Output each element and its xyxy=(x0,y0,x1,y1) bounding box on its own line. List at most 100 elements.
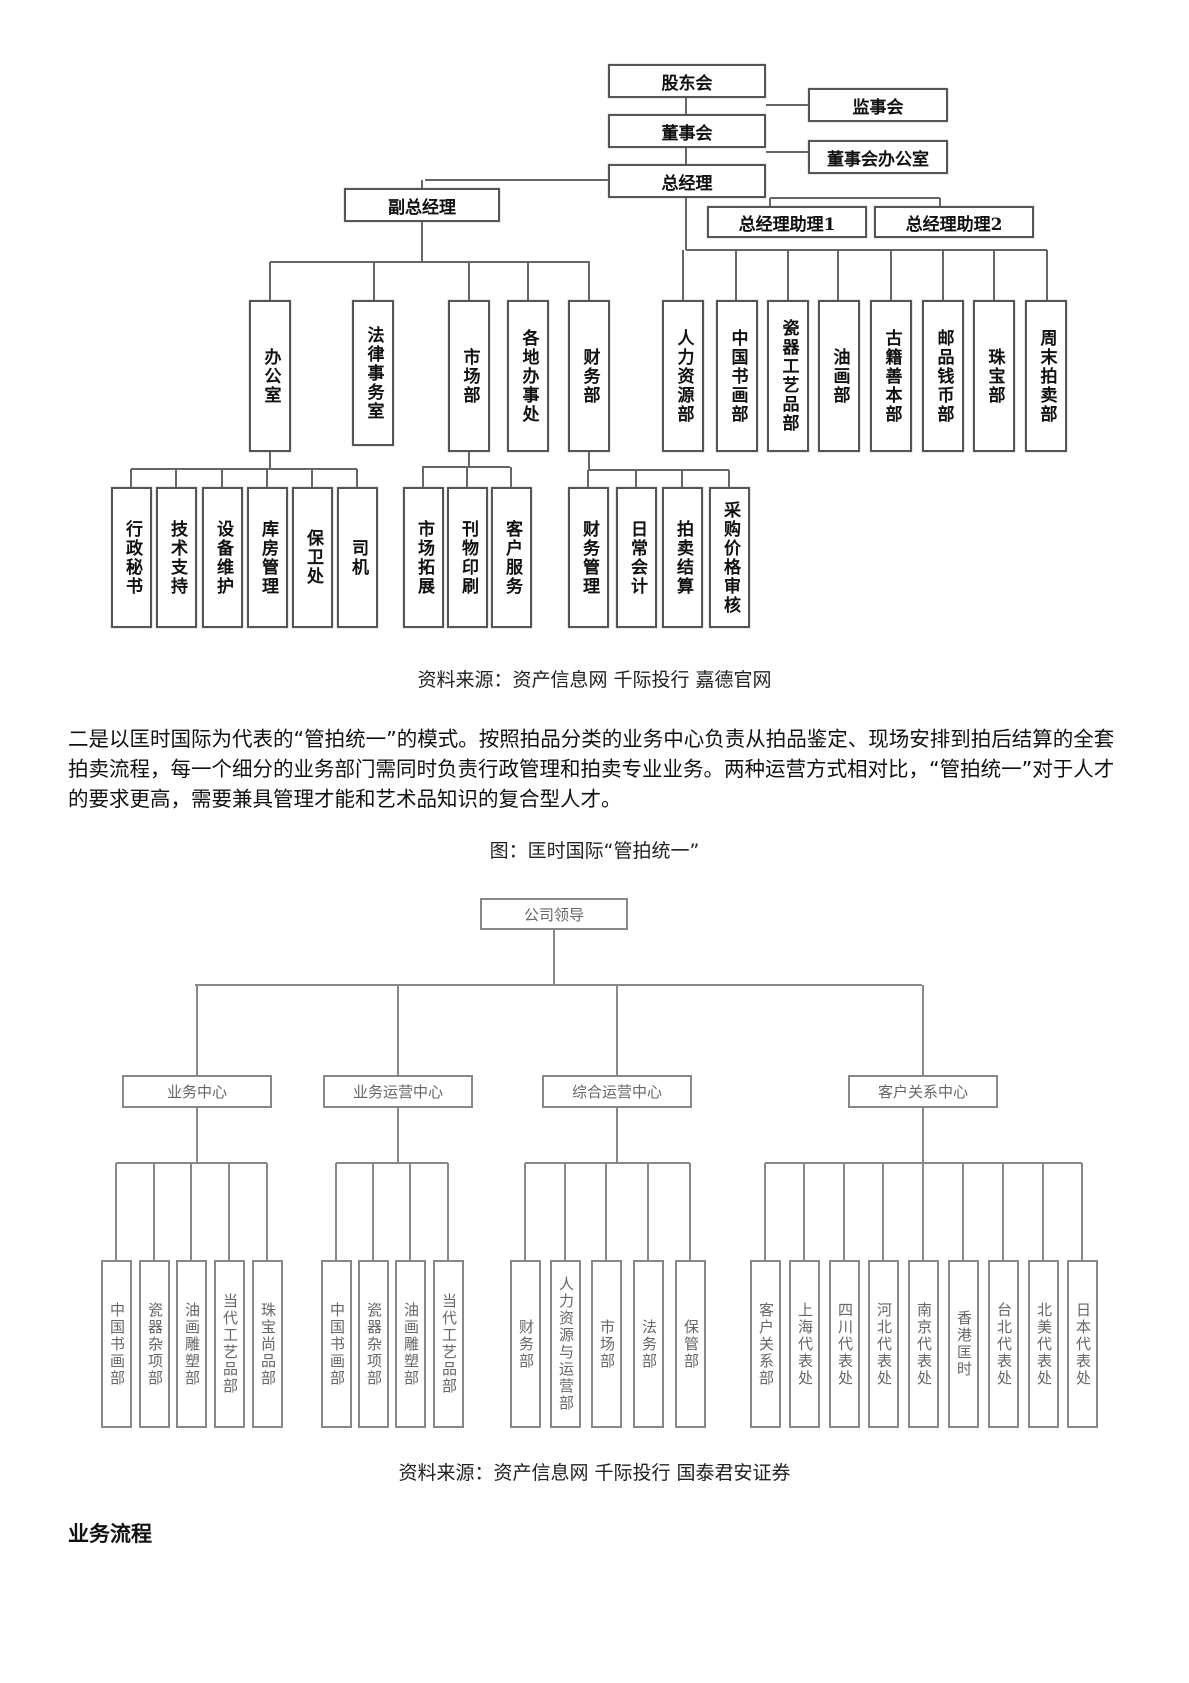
org-node-label: 业务中心 xyxy=(166,1083,227,1101)
org-node-label: 法务部 xyxy=(640,1318,658,1370)
org-node-label: 财务部 xyxy=(517,1318,535,1370)
org-node: 邮品钱币部 xyxy=(922,300,964,452)
org-node: 瓷器杂项部 xyxy=(139,1260,170,1428)
org-node: 刊物印刷 xyxy=(447,487,488,628)
org-node-label: 客户服务 xyxy=(502,519,522,596)
org-node-label: 行政秘书 xyxy=(122,519,142,596)
org-node-label: 司机 xyxy=(348,538,368,577)
org-node-label: 副总经理 xyxy=(388,197,456,218)
org-node: 北美代表处 xyxy=(1028,1260,1059,1428)
org-node: 客户关系部 xyxy=(750,1260,781,1428)
org-node-label: 保卫处 xyxy=(303,529,323,586)
org-node-label: 古籍善本部 xyxy=(881,328,902,424)
org-node-label: 油画雕塑部 xyxy=(183,1301,201,1387)
org-node: 市场拓展 xyxy=(403,487,444,628)
org-node: 四川代表处 xyxy=(829,1260,860,1428)
org-node: 珠宝尚品部 xyxy=(252,1260,283,1428)
caption-source-2: 资料来源：资产信息网 千际投行 国泰君安证券 xyxy=(398,1462,791,1484)
org-node-label: 库房管理 xyxy=(258,519,278,596)
org-node: 古籍善本部 xyxy=(870,300,912,452)
org-node: 董事会 xyxy=(608,114,766,148)
org-node: 总经理助理2 xyxy=(874,206,1034,238)
org-node: 保管部 xyxy=(675,1260,706,1428)
org-node-label: 办公室 xyxy=(260,347,281,405)
org-node-label: 人力资源部 xyxy=(673,328,694,424)
org-node: 财务部 xyxy=(568,300,610,452)
org-node: 周末拍卖部 xyxy=(1025,300,1067,452)
org-node: 公司领导 xyxy=(480,898,628,930)
section-heading: 业务流程 xyxy=(68,1522,152,1546)
org-node: 当代工艺品部 xyxy=(433,1260,464,1428)
org-node: 行政秘书 xyxy=(111,487,152,628)
org-node-label: 拍卖结算 xyxy=(673,519,693,596)
org-node-label: 客户关系部 xyxy=(757,1301,775,1387)
org-node-label: 法律事务室 xyxy=(363,325,384,421)
org-node-label: 河北代表处 xyxy=(875,1301,893,1387)
org-node-label: 市场部 xyxy=(459,347,480,405)
org-node: 法务部 xyxy=(633,1260,664,1428)
org-node: 司机 xyxy=(337,487,378,628)
org-node: 拍卖结算 xyxy=(662,487,703,628)
org-node-label: 客户关系中心 xyxy=(877,1083,968,1101)
org-node-label: 中国书画部 xyxy=(727,328,748,424)
org-node-label: 设备维护 xyxy=(213,519,233,596)
org-node: 财务部 xyxy=(510,1260,541,1428)
org-node: 业务中心 xyxy=(122,1075,272,1108)
org-node: 客户服务 xyxy=(491,487,532,628)
org-node-label: 董事会办公室 xyxy=(827,149,929,170)
org-node-label: 技术支持 xyxy=(167,519,187,596)
org-node: 总经理助理1 xyxy=(707,206,867,238)
org-node: 采购价格审核 xyxy=(709,487,750,628)
org-node-label: 刊物印刷 xyxy=(458,519,478,596)
org-node: 技术支持 xyxy=(156,487,197,628)
org-node: 市场部 xyxy=(448,300,490,452)
org-node: 股东会 xyxy=(608,64,766,98)
org-node-label: 瓷器工艺品部 xyxy=(778,319,799,433)
org-node-label: 各地办事处 xyxy=(518,328,539,424)
org-node-label: 珠宝尚品部 xyxy=(259,1301,277,1387)
org-node-label: 台北代表处 xyxy=(995,1301,1013,1387)
org-node: 监事会 xyxy=(808,88,948,122)
org-node-label: 市场拓展 xyxy=(414,519,434,596)
org-node: 河北代表处 xyxy=(868,1260,899,1428)
org-node-label: 公司领导 xyxy=(523,905,584,924)
org-node: 市场部 xyxy=(591,1260,622,1428)
org-node: 设备维护 xyxy=(202,487,243,628)
org-node: 副总经理 xyxy=(344,188,500,222)
org-node-label: 日常会计 xyxy=(627,519,647,596)
org-node: 库房管理 xyxy=(247,487,288,628)
org-node-label: 总经理助理1 xyxy=(738,214,836,235)
org-node-label: 邮品钱币部 xyxy=(933,328,954,424)
org-node-label: 保管部 xyxy=(682,1318,700,1370)
org-node-label: 监事会 xyxy=(852,97,904,118)
org-node: 业务运营中心 xyxy=(323,1075,473,1108)
org-node-label: 瓷器杂项部 xyxy=(365,1301,383,1387)
org-node: 人力资源与运营部 xyxy=(550,1260,581,1428)
org-node-label: 综合运营中心 xyxy=(571,1083,662,1101)
org-node: 董事会办公室 xyxy=(808,140,948,174)
org-node: 油画雕塑部 xyxy=(176,1260,207,1428)
org-node-label: 中国书画部 xyxy=(108,1301,126,1387)
org-node: 法律事务室 xyxy=(352,300,394,446)
org-node: 中国书画部 xyxy=(101,1260,132,1428)
org-node-label: 四川代表处 xyxy=(836,1301,854,1387)
org-node-label: 财务管理 xyxy=(579,519,599,596)
org-node: 当代工艺品部 xyxy=(214,1260,245,1428)
org-node-label: 业务运营中心 xyxy=(352,1083,443,1101)
org-node-label: 油画雕塑部 xyxy=(402,1301,420,1387)
org-node: 上海代表处 xyxy=(789,1260,820,1428)
org-node-label: 财务部 xyxy=(579,347,600,405)
org-node-label: 瓷器杂项部 xyxy=(146,1301,164,1387)
caption-source-1: 资料来源：资产信息网 千际投行 嘉德官网 xyxy=(417,669,772,691)
org-node: 办公室 xyxy=(249,300,291,452)
org-node: 保卫处 xyxy=(292,487,333,628)
org-node: 油画雕塑部 xyxy=(395,1260,426,1428)
org-node-label: 中国书画部 xyxy=(328,1301,346,1387)
org-node-label: 当代工艺品部 xyxy=(221,1293,239,1395)
org-node: 日本代表处 xyxy=(1067,1260,1098,1428)
org-node-label: 上海代表处 xyxy=(796,1301,814,1387)
org-node: 中国书画部 xyxy=(716,300,758,452)
org-node-label: 市场部 xyxy=(598,1318,616,1370)
org-node: 瓷器工艺品部 xyxy=(767,300,809,452)
